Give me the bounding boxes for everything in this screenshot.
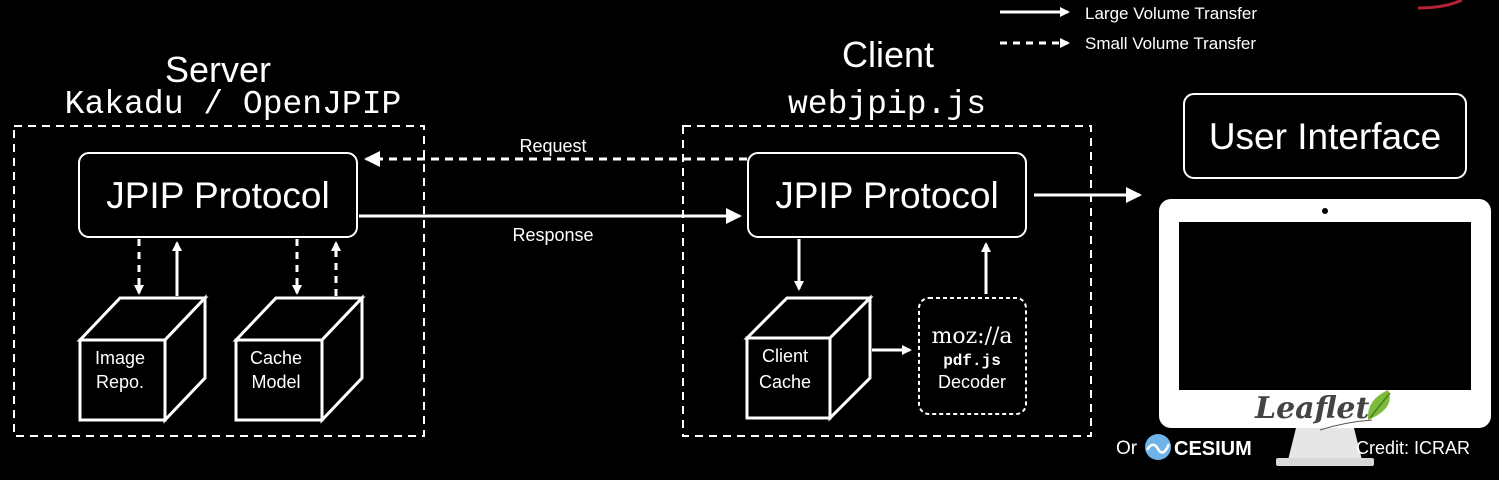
server-jpip-protocol-box [78, 152, 358, 238]
client-subtitle: webjpip.js [788, 86, 986, 123]
client-jpip-protocol-box [747, 152, 1027, 238]
server-subtitle: Kakadu / OpenJPIP [65, 86, 402, 123]
image-repo-label-2: Repo. [96, 372, 144, 392]
request-label: Request [519, 136, 586, 156]
client-cache-label-2: Cache [759, 372, 811, 392]
client-group: Client webjpip.js JPIP Protocol Client C… [682, 34, 1092, 437]
user-interface-box [1183, 93, 1467, 179]
cesium-alternative: Or CESIUM [1116, 434, 1252, 460]
legend-small-label: Small Volume Transfer [1085, 34, 1256, 53]
cesium-label: CESIUM [1174, 438, 1252, 460]
cache-model-label-1: Cache [250, 348, 302, 368]
server-group: Server Kakadu / OpenJPIP JPIP Protocol I… [13, 49, 425, 437]
client-cache-label-1: Client [762, 346, 808, 366]
pdfjs-label: pdf.js [943, 352, 1001, 370]
or-label: Or [1116, 438, 1138, 459]
response-label: Response [512, 225, 593, 245]
monitor-icon [1159, 199, 1491, 466]
image-repo-label-1: Image [95, 348, 145, 368]
mozilla-logo-text: moz://a [931, 324, 1012, 349]
legend-large-label: Large Volume Transfer [1085, 4, 1257, 23]
logo-fragment-icon [1417, 0, 1463, 10]
client-protocol-label: JPIP Protocol [775, 175, 998, 216]
cache-model-cube: Cache Model [232, 294, 366, 424]
leaflet-logo: Leaflet [1254, 390, 1391, 431]
user-interface-label: User Interface [1209, 116, 1441, 157]
pdfjs-decoder-box [918, 297, 1027, 415]
server-protocol-label: JPIP Protocol [106, 175, 329, 216]
decoder-label: Decoder [938, 372, 1006, 392]
server-title: Server [165, 49, 271, 90]
client-title: Client [842, 34, 934, 75]
cache-model-label-2: Model [251, 372, 300, 392]
server-boundary [13, 125, 425, 437]
credit-label: Credit: ICRAR [1356, 438, 1470, 458]
client-cache-cube: Client Cache [743, 294, 874, 422]
leaflet-label: Leaflet [1254, 391, 1370, 426]
legend: Large Volume Transfer Small Volume Trans… [1000, 4, 1257, 53]
client-boundary [682, 125, 1092, 437]
image-repo-cube: Image Repo. [76, 294, 209, 424]
